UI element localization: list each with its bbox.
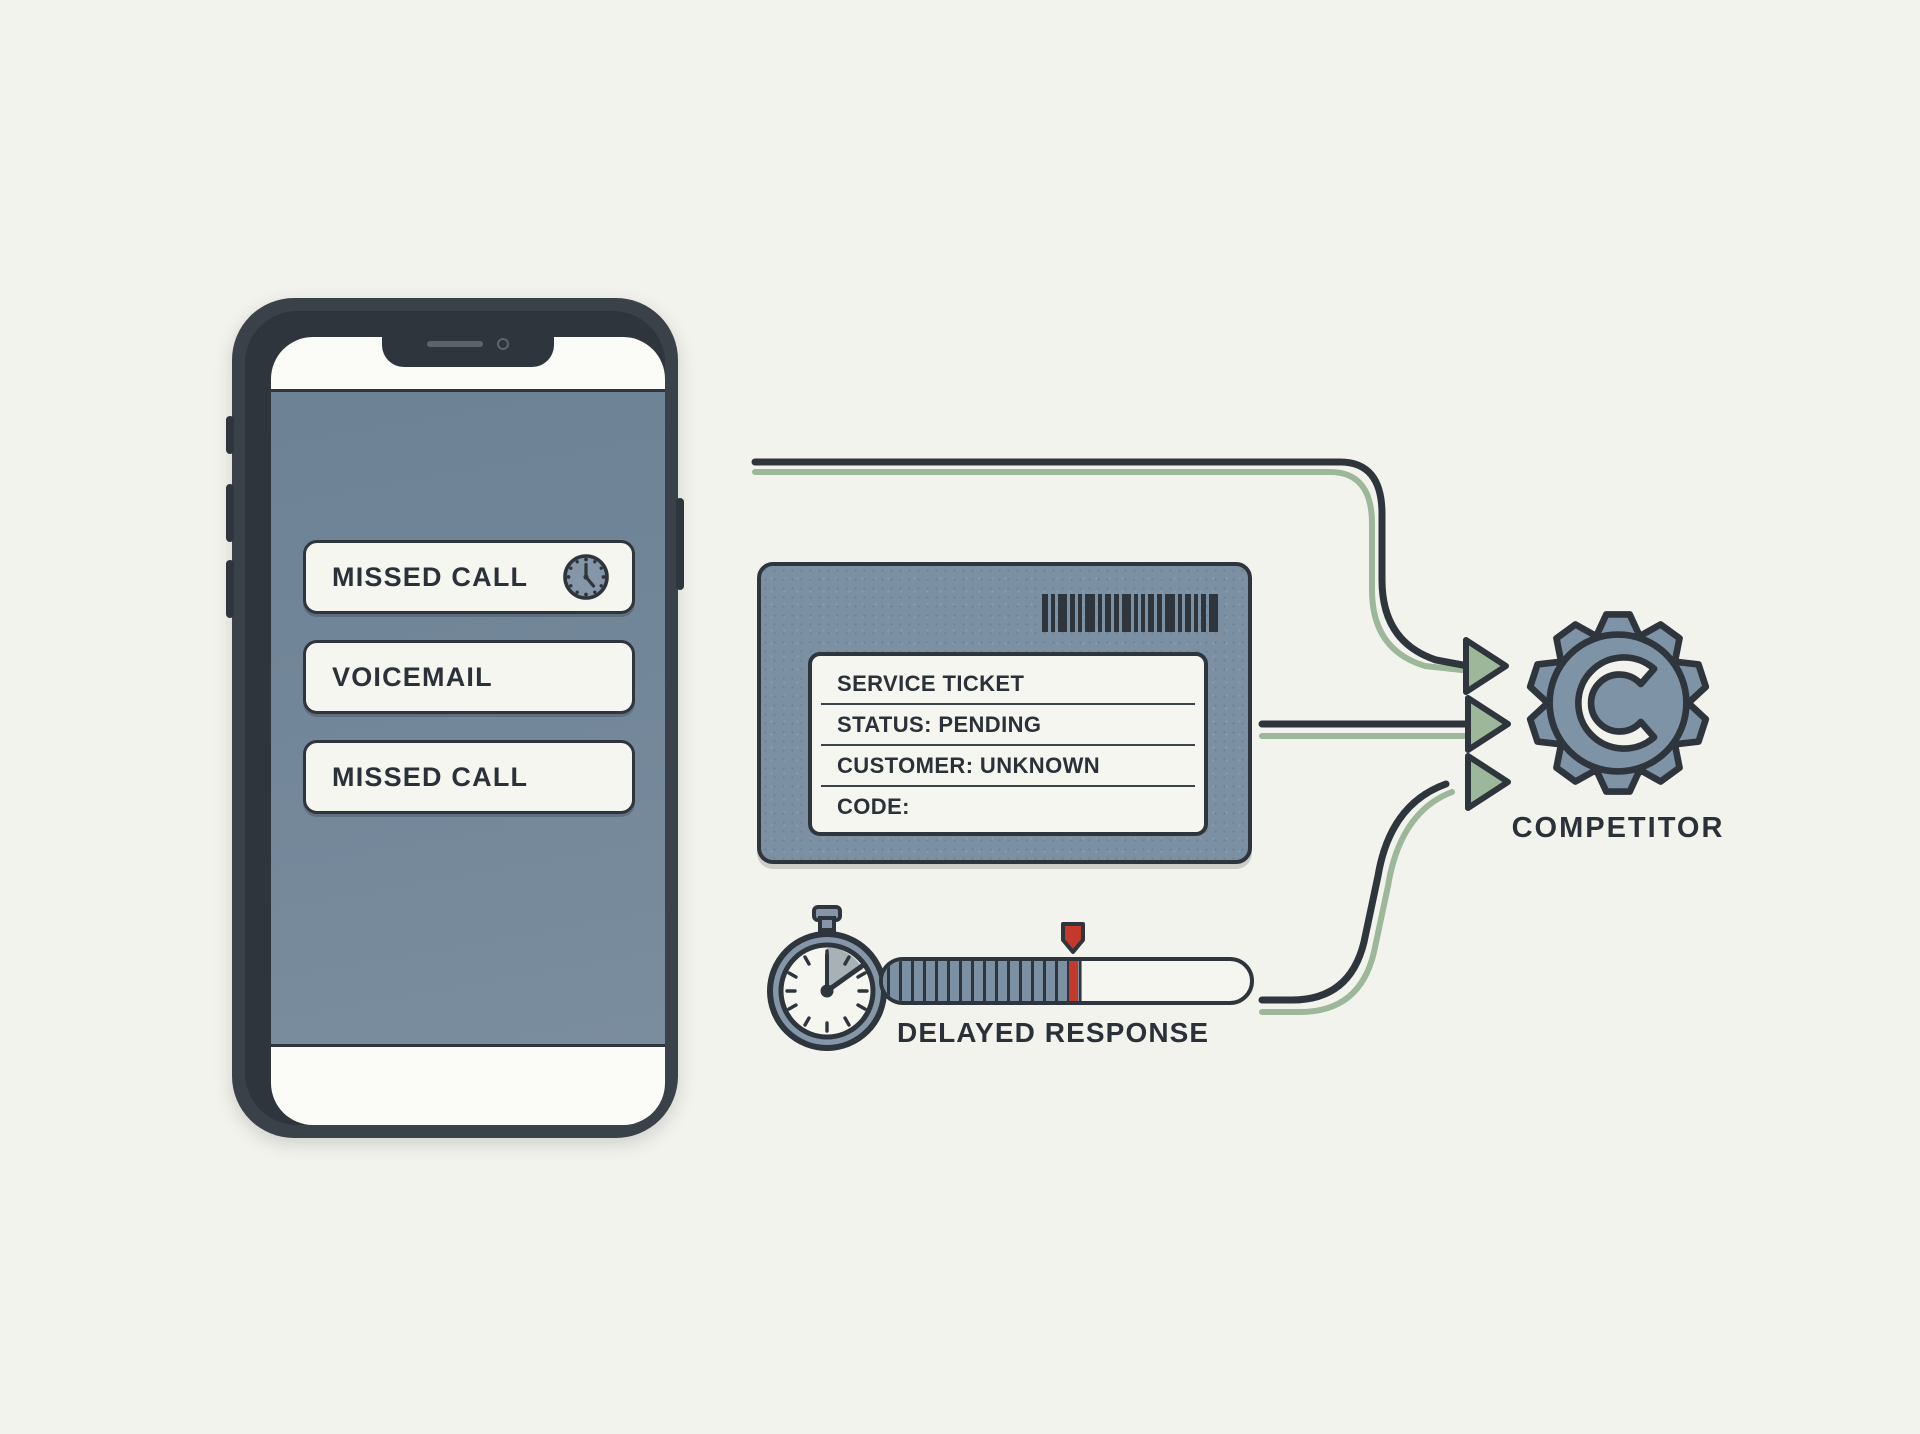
progress-tick bbox=[1042, 961, 1046, 1001]
ticket-row-status: STATUS: PENDING bbox=[837, 712, 1042, 737]
ticket-row: SERVICE TICKET bbox=[821, 664, 1195, 705]
progress-tick bbox=[1018, 961, 1022, 1001]
ticket-row-customer: CUSTOMER: UNKNOWN bbox=[837, 753, 1101, 778]
barcode-bar bbox=[1105, 594, 1111, 632]
ticket-row-code: CODE: bbox=[837, 794, 910, 819]
progress-tick bbox=[910, 961, 914, 1001]
progress-tick bbox=[946, 961, 950, 1001]
service-ticket-card[interactable]: SERVICE TICKET STATUS: PENDING CUSTOMER:… bbox=[757, 562, 1252, 864]
notification-label: MISSED CALL bbox=[332, 761, 529, 792]
volume-up-button[interactable] bbox=[226, 484, 234, 542]
phone-screen[interactable]: MISSED CALL bbox=[271, 337, 665, 1125]
barcode-bar bbox=[1141, 594, 1145, 632]
progress-tick bbox=[922, 961, 926, 1001]
notification-list: MISSED CALL bbox=[271, 389, 665, 1047]
progress-tick bbox=[970, 961, 974, 1001]
gear-icon bbox=[1526, 611, 1710, 795]
red-alert-marker-icon bbox=[1060, 922, 1085, 954]
barcode-bar bbox=[1201, 594, 1206, 632]
ticket-field-list: SERVICE TICKET STATUS: PENDING CUSTOMER:… bbox=[808, 652, 1208, 836]
speaker-slot-icon bbox=[427, 341, 483, 347]
barcode-bar bbox=[1042, 594, 1048, 632]
front-camera-icon bbox=[497, 338, 509, 350]
notification-missed-call-1[interactable]: MISSED CALL bbox=[303, 540, 635, 614]
progress-tick bbox=[982, 961, 986, 1001]
phone-bezel: MISSED CALL bbox=[245, 311, 665, 1125]
ticket-row: CUSTOMER: UNKNOWN bbox=[821, 746, 1195, 787]
barcode-bar bbox=[1178, 594, 1182, 632]
progress-tick bbox=[934, 961, 938, 1001]
notification-label: MISSED CALL bbox=[332, 561, 529, 592]
connector-path-bottom-accent bbox=[1259, 789, 1455, 1015]
connector-path-bottom bbox=[1258, 780, 1450, 1004]
progress-track bbox=[879, 957, 1254, 1005]
barcode-bar bbox=[1070, 594, 1075, 632]
progress-tick bbox=[1078, 961, 1082, 1001]
progress-tick bbox=[1006, 961, 1010, 1001]
delayed-response-label: DELAYED RESPONSE bbox=[897, 1017, 1210, 1048]
barcode-bar bbox=[1098, 594, 1102, 632]
notification-voicemail[interactable]: VOICEMAIL bbox=[303, 640, 635, 714]
notification-label: VOICEMAIL bbox=[332, 661, 493, 692]
progress-tick bbox=[1054, 961, 1058, 1001]
smartphone[interactable]: MISSED CALL bbox=[226, 298, 684, 1138]
progress-tick bbox=[1030, 961, 1034, 1001]
progress-tick bbox=[958, 961, 962, 1001]
progress-fill bbox=[883, 961, 1082, 1001]
volume-down-button[interactable] bbox=[226, 560, 234, 618]
barcode-bar bbox=[1078, 594, 1082, 632]
barcode-bar bbox=[1194, 594, 1198, 632]
notification-missed-call-2[interactable]: MISSED CALL bbox=[303, 740, 635, 814]
barcode-bar bbox=[1157, 594, 1162, 632]
ticket-row: STATUS: PENDING bbox=[821, 705, 1195, 746]
stopwatch-icon bbox=[767, 905, 887, 1051]
clock-icon bbox=[563, 554, 609, 600]
ticket-row: CODE: bbox=[821, 787, 1195, 826]
phone-notch bbox=[382, 337, 554, 367]
barcode-bar bbox=[1051, 594, 1055, 632]
progress-bar[interactable] bbox=[879, 922, 1254, 1005]
barcode-bar bbox=[1122, 594, 1131, 632]
silent-switch-button[interactable] bbox=[226, 416, 234, 454]
progress-tick bbox=[994, 961, 998, 1001]
power-button[interactable] bbox=[676, 498, 684, 590]
barcode-bar bbox=[1165, 594, 1175, 632]
connector-arrow-top bbox=[1466, 640, 1506, 692]
barcode-bar bbox=[1209, 594, 1218, 632]
progress-threshold-tick bbox=[1068, 961, 1078, 1001]
connector-arrow-bottom bbox=[1468, 756, 1508, 808]
barcode-bar bbox=[1114, 594, 1119, 632]
delayed-response-meter: DELAYED RESPONSE bbox=[757, 905, 1254, 1095]
progress-tick bbox=[1066, 961, 1070, 1001]
barcode-icon bbox=[1042, 594, 1218, 632]
barcode-bar bbox=[1058, 594, 1067, 632]
ticket-row-title: SERVICE TICKET bbox=[837, 671, 1025, 696]
barcode-bar bbox=[1134, 594, 1138, 632]
progress-tick bbox=[887, 961, 890, 1001]
competitor-node[interactable]: COMPETITOR bbox=[1508, 608, 1728, 845]
competitor-label: COMPETITOR bbox=[1511, 812, 1725, 844]
connector-arrow-middle bbox=[1468, 698, 1508, 750]
barcode-bar bbox=[1185, 594, 1191, 632]
progress-tick bbox=[898, 961, 902, 1001]
barcode-bar bbox=[1148, 594, 1154, 632]
barcode-bar bbox=[1085, 594, 1095, 632]
